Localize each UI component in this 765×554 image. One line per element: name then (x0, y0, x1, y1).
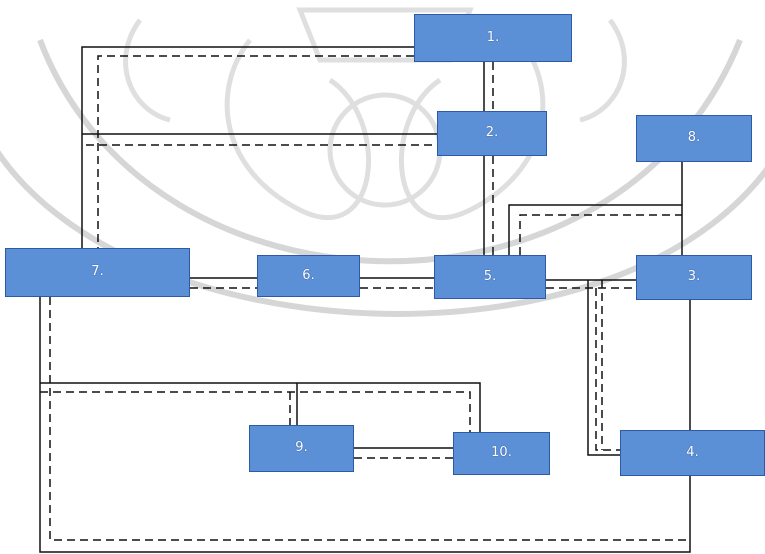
box-4: 4. (620, 430, 765, 476)
box-1: 1. (414, 14, 572, 62)
box-8-top-right: 8. (636, 115, 752, 162)
box-6: 6. (257, 255, 360, 297)
box-10: 10. (453, 432, 550, 475)
box-2: 2. (437, 111, 547, 156)
box-7: 7. (5, 248, 190, 297)
box-3: 3. (636, 255, 752, 300)
box-5: 5. (434, 255, 546, 299)
box-9: 9. (249, 425, 354, 472)
